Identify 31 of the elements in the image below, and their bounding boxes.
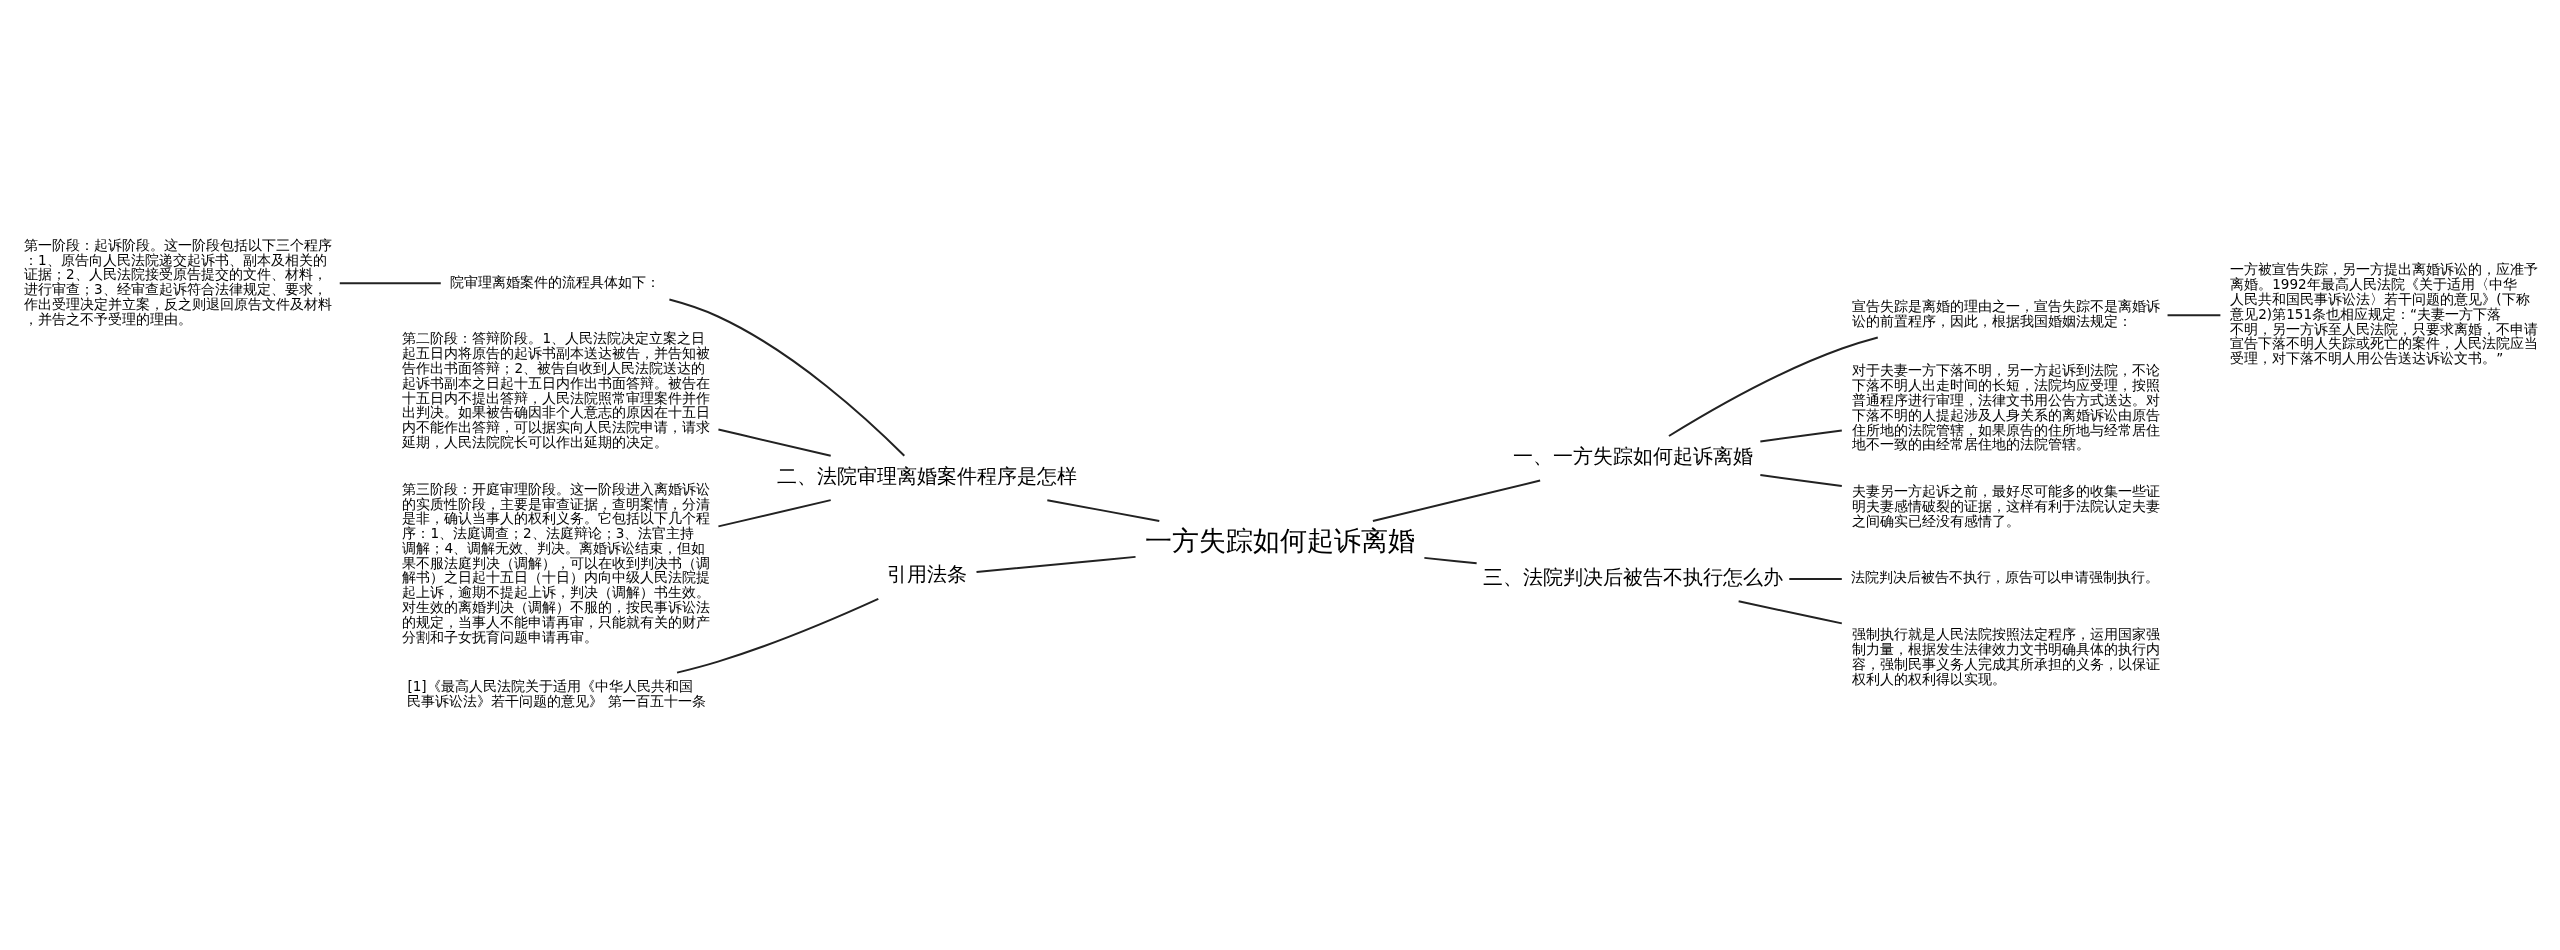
connector	[1788, 577, 1843, 580]
node-text: 一方被宣告失踪，另一方提出离婚诉讼的，应准予离婚。1992年最高人民法院《关于适用〈中华人民共和国民事诉讼法〉若干问题的意见》(下称意见2)第151条也相应规定：“夫妻一方下落不明，另一方诉至人民法院，只要求离婚，不申请宣告下落不明人失踪或死亡的案件，人民法院应当受理，对下落不明人用公告送达诉讼文书。”	[2230, 260, 2539, 366]
node-text: 院审理离婚案件的流程具体如下：	[450, 273, 661, 290]
connector	[975, 555, 1137, 573]
node-text: 强制执行就是人民法院按照法定程序，运用国家强制力量，根据发生法律效力文书明确具体的执行内容，强制民事义务人完成其所承担的义务，以保证权利人的权利得以实现。	[1851, 625, 2160, 687]
connector	[338, 281, 442, 284]
node-text: 第三阶段：开庭审理阶段。这一阶段进入离婚诉讼的实质性阶段，主要是审查证据，查明案情，分清是非，确认当事人的权利义务。它包括以下几个程序：1、法庭调查；2、法庭辩论；3、法官主持调解；4、调解无效、判决。离婚诉讼结束，但如果不服法庭判决（调解），可以在收到判决书（调解书）之日起十五日（十日）内向中级人民法院提起上诉，逾期不提起上诉，判决（调解）书生效。对生效的离婚判决（调解）不服的，按民事诉讼法的规定，当事人不能申请再审，只能就有关的财产分割和子女抚育问题申请再审。	[402, 480, 711, 645]
connector	[1737, 599, 1843, 624]
node-text: 三、法院判决后被告不执行怎么办	[1483, 565, 1784, 589]
node-text: 对于夫妻一方下落不明，另一方起诉到法院，不论下落不明人出走时间的长短，法院均应受理，按照普通程序进行审理，法律文书用公告方式送达。对下落不明的人提起涉及人身关系的离婚诉讼由原告住所地的法院管辖，如果原告的住所地与经常居住地不一致的由经常居住地的法院管辖。	[1851, 361, 2160, 452]
connector	[668, 298, 906, 457]
connector	[717, 498, 832, 527]
node-text: 一方失踪如何起诉离婚	[1145, 524, 1415, 556]
node-text: 夫妻另一方起诉之前，最好尽可能多的收集一些证明夫妻感情破裂的证据，这样有利于法院认定夫妻之间确实已经没有感情了。	[1851, 482, 2160, 529]
node-text: 引用法条	[886, 562, 967, 586]
connector	[676, 597, 880, 674]
connector	[1667, 336, 1879, 437]
connector	[1759, 429, 1843, 442]
connector	[717, 428, 832, 457]
node-text: 法院判决后被告不执行，原告可以申请强制执行。	[1850, 568, 2159, 585]
connector	[1046, 498, 1161, 522]
node-text: 宣告失踪是离婚的理由之一，宣告失踪不是离婚诉讼的前置程序，因此，根据我国婚姻法规定：	[1851, 297, 2160, 329]
node-text: 第二阶段：答辩阶段。1、人民法院决定立案之日起五日内将原告的起诉书副本送达被告，并告知被告作出书面答辩；2、被告自收到人民法院送达的起诉书副本之日起十五日内作出书面答辩。被告在十五日内不提出答辩，人民法院照常审理案件并作出判决。如果被告确因非个人意志的原因在十五日内不能作出答辩，可以据实向人民法院申请，请求延期，人民法院院长可以作出延期的决定。	[402, 329, 711, 450]
node-text: 二、法院审理离婚案件程序是怎样	[776, 464, 1077, 488]
connector	[1371, 479, 1542, 522]
connector	[1759, 473, 1843, 487]
node-text: 一、一方失踪如何起诉离婚	[1513, 444, 1754, 468]
connector	[1423, 556, 1478, 564]
node-text: [1]《最高人民法院关于适用《中华人民共和国民事诉讼法》若干问题的意见》 第一百五十一条	[407, 677, 706, 709]
node-text: 第一阶段：起诉阶段。这一阶段包括以下三个程序：1、原告向人民法院递交起诉书、副本及相关的证据；2、人民法院接受原告提交的文件、材料，进行审查；3、经审查起诉符合法律规定、要求，作出受理决定并立案，反之则退回原告文件及材料，并告之不予受理的理由。	[24, 236, 333, 327]
connector	[2166, 313, 2222, 316]
